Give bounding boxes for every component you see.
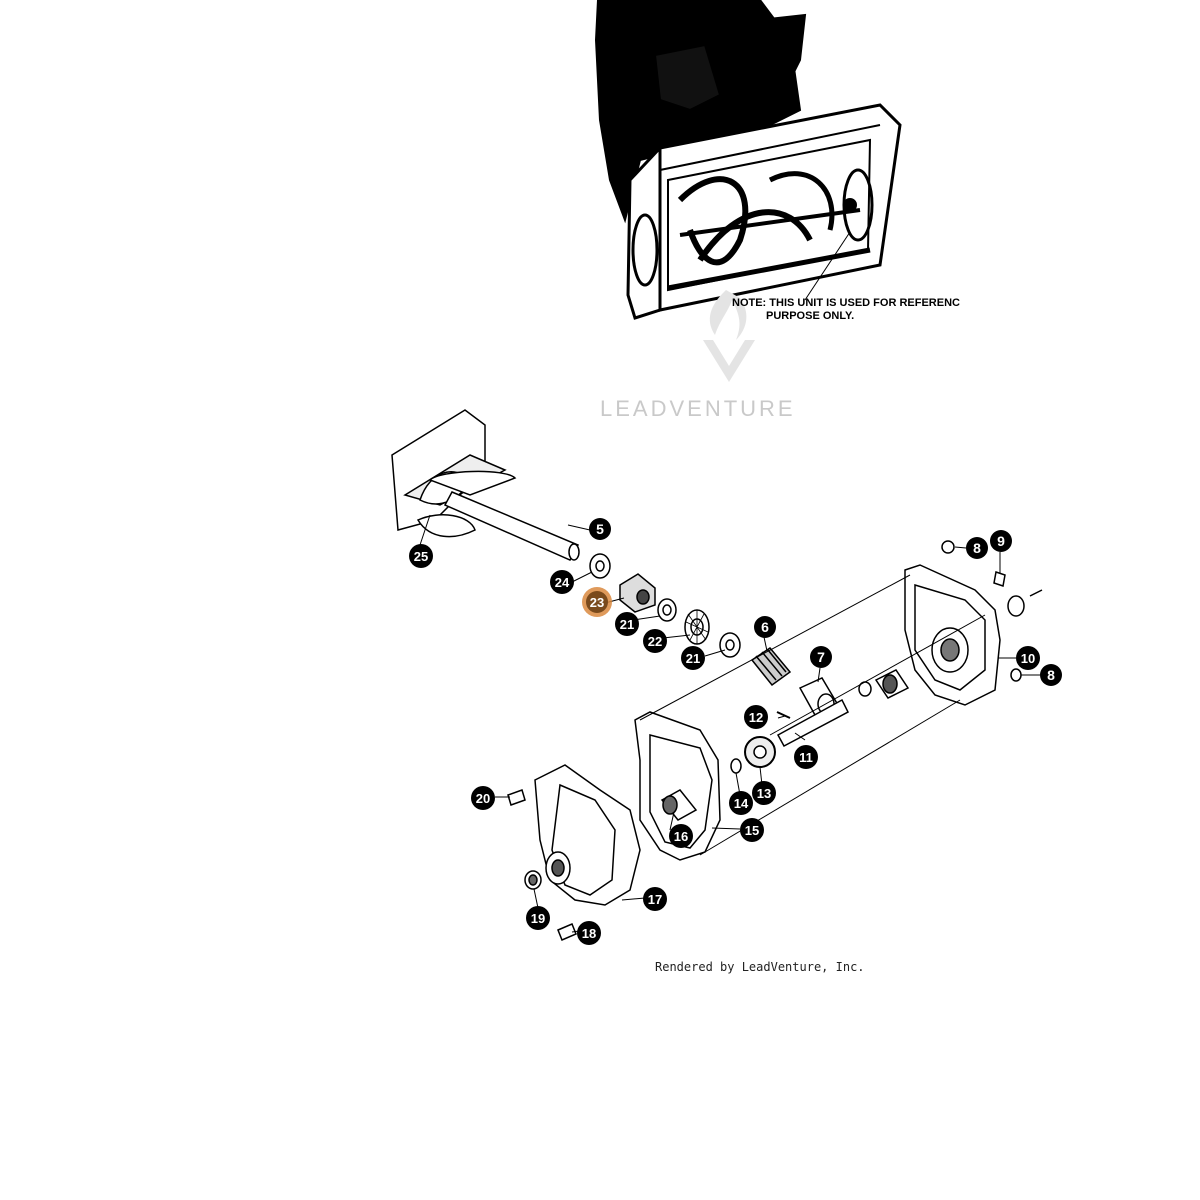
callout-label: 20 — [476, 791, 490, 806]
callout-10[interactable]: 10 — [1016, 646, 1040, 670]
render-credit: Rendered by LeadVenture, Inc. — [655, 960, 865, 974]
callout-label: 19 — [531, 911, 545, 926]
callout-21-upper[interactable]: 21 — [615, 612, 639, 636]
note-line-1: NOTE: THIS UNIT IS USED FOR REFERENC — [732, 297, 960, 309]
callout-6[interactable]: 6 — [754, 616, 776, 638]
gearbox-assembly-illustration — [391, 409, 1043, 941]
callout-16[interactable]: 16 — [669, 824, 693, 848]
callout-label: 9 — [997, 533, 1005, 549]
callout-9[interactable]: 9 — [990, 530, 1012, 552]
callout-23-highlighted[interactable]: 23 — [582, 587, 612, 617]
callout-label: 12 — [749, 710, 763, 725]
callout-15[interactable]: 15 — [740, 818, 764, 842]
callout-label: 23 — [590, 595, 604, 610]
callout-label: 14 — [734, 796, 749, 811]
callout-12[interactable]: 12 — [744, 705, 768, 729]
callout-label: 16 — [674, 829, 688, 844]
callout-18[interactable]: 18 — [577, 921, 601, 945]
callout-label: 6 — [761, 619, 769, 635]
callout-label: 18 — [582, 926, 596, 941]
callout-label: 10 — [1021, 651, 1035, 666]
callout-label: 21 — [686, 651, 700, 666]
callout-label: 22 — [648, 634, 662, 649]
callout-7[interactable]: 7 — [810, 646, 832, 668]
callout-13[interactable]: 13 — [752, 781, 776, 805]
callout-11[interactable]: 11 — [794, 745, 818, 769]
watermark-text: LEADVENTURE — [600, 396, 796, 421]
reference-unit-illustration — [594, 0, 902, 320]
callout-25[interactable]: 25 — [409, 544, 433, 568]
callout-5[interactable]: 5 — [589, 518, 611, 540]
callout-14[interactable]: 14 — [729, 791, 753, 815]
callout-label: 7 — [817, 649, 825, 665]
callout-17[interactable]: 17 — [643, 887, 667, 911]
leadventure-logo-watermark — [703, 290, 755, 382]
callout-label: 21 — [620, 617, 634, 632]
callout-label: 8 — [973, 540, 981, 556]
callout-22[interactable]: 22 — [643, 629, 667, 653]
callout-21-lower[interactable]: 21 — [681, 646, 705, 670]
callout-label: 8 — [1047, 667, 1055, 683]
callout-8-top[interactable]: 8 — [966, 537, 988, 559]
callout-label: 13 — [757, 786, 771, 801]
callout-label: 11 — [799, 750, 813, 765]
note-line-2: PURPOSE ONLY. — [766, 310, 855, 322]
callout-label: 24 — [555, 575, 570, 590]
reference-note: NOTE: THIS UNIT IS USED FOR REFERENC PUR… — [732, 297, 960, 323]
callout-label: 17 — [648, 892, 662, 907]
callout-label: 25 — [414, 549, 428, 564]
callout-label: 5 — [596, 521, 604, 537]
callout-19[interactable]: 19 — [526, 906, 550, 930]
callout-24[interactable]: 24 — [550, 570, 574, 594]
callout-20[interactable]: 20 — [471, 786, 495, 810]
callout-label: 15 — [745, 823, 759, 838]
callout-8-right[interactable]: 8 — [1040, 664, 1062, 686]
